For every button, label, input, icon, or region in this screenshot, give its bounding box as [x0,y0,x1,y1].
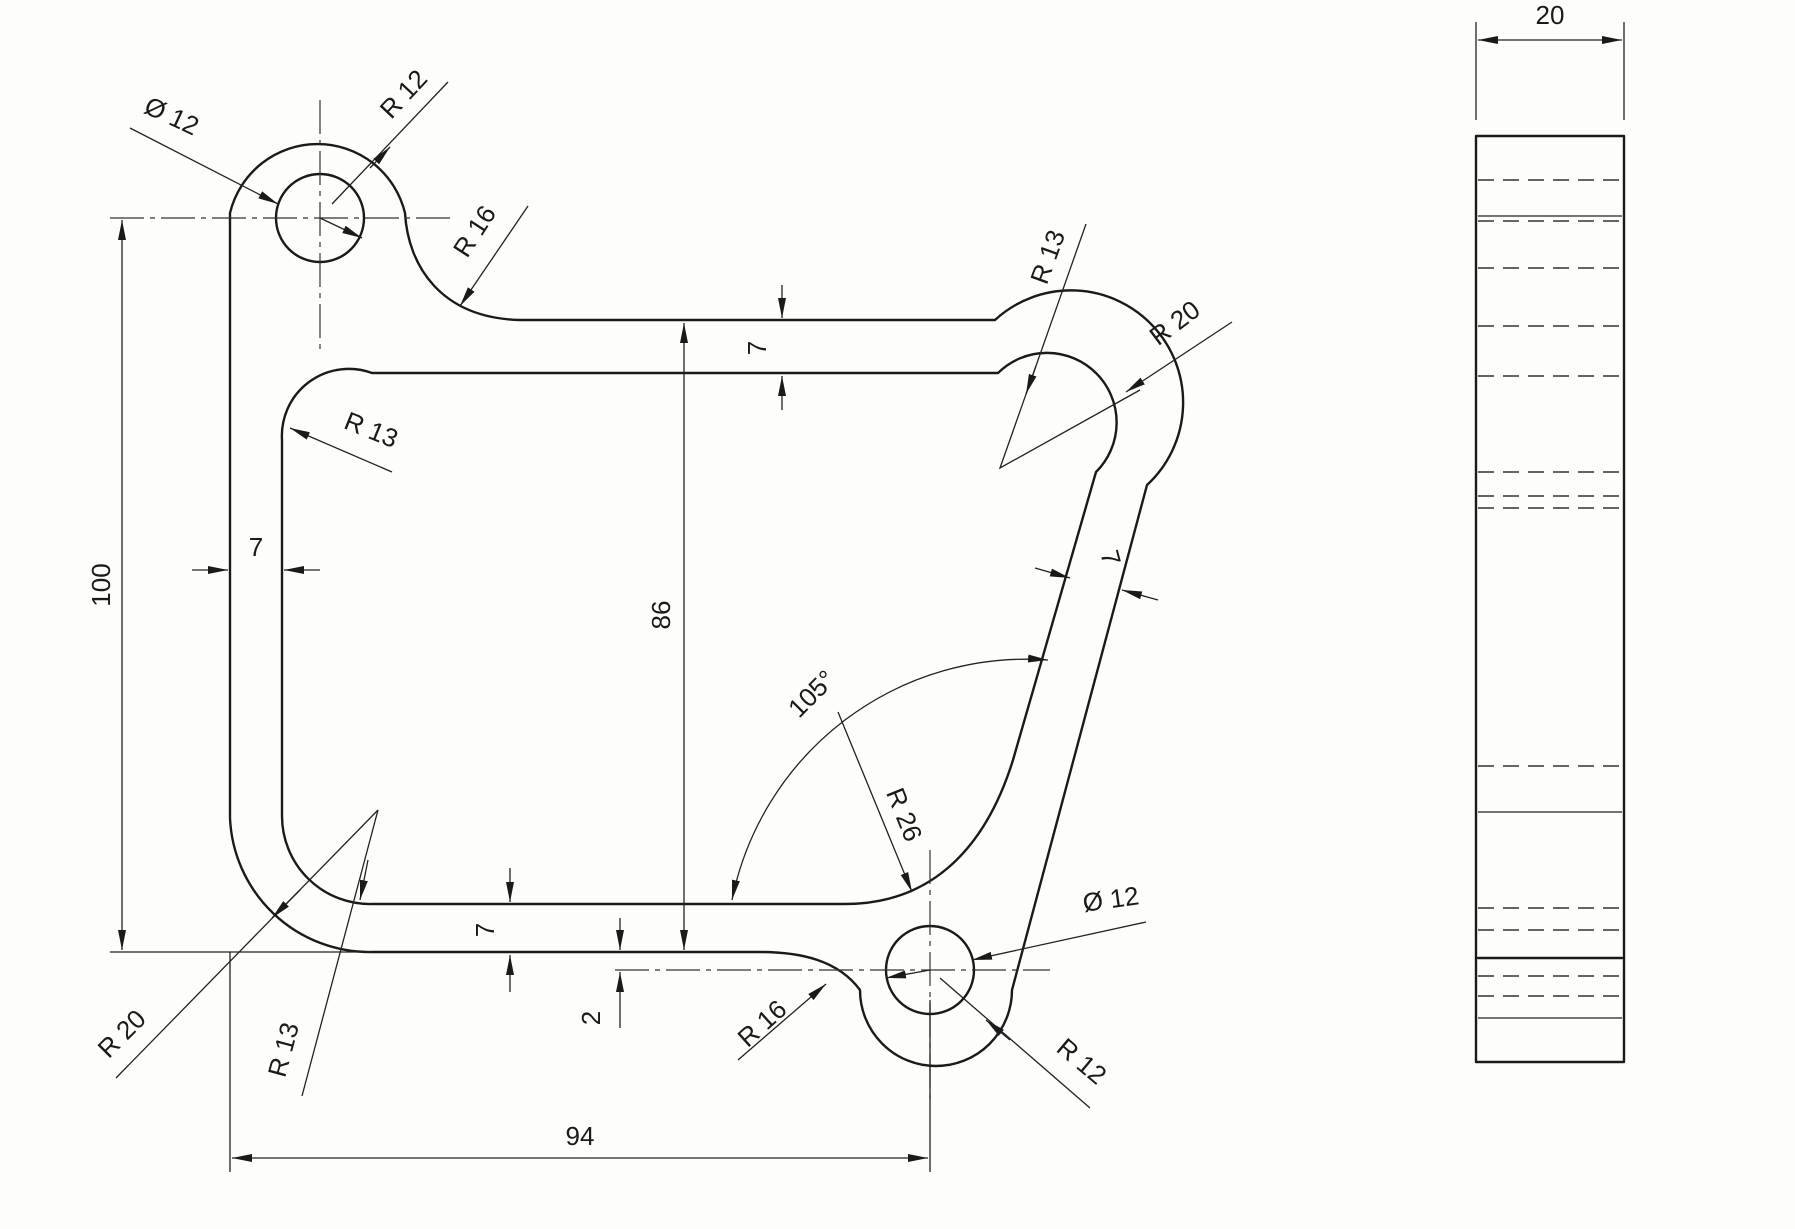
leader-inner-arc [837,711,913,893]
dim-inner-height: 86 [646,601,676,630]
side-view: 20 [1474,0,1626,1064]
leader-hole-top-left-radius [331,81,449,205]
dim-arc-angle [731,654,1049,901]
leader-hole-bottom-right-dia [971,921,1147,961]
leader-outer-bottom-left [115,809,379,1079]
leader-inner-bottom-left-arrow [359,859,369,901]
leader-outer-bottom-left-arrow [271,889,301,919]
side-view-outline [1474,134,1626,1064]
dim-line-right-wall-b [1121,589,1159,601]
dim-side-thickness: 20 [1536,0,1565,30]
dim-overall-width: 94 [566,1121,595,1151]
leader-inner-top-right-arrow [1025,365,1037,395]
leader-hole-top-left-radius-arrow [369,146,391,169]
dim-bottom-wall-thickness: 7 [470,923,500,937]
leader-hole-bottom-right-radius [939,977,1091,1109]
dim-overall-height: 100 [86,563,116,606]
dim-inner-arc: R 26 [880,784,928,846]
front-view: 100 86 94 7 7 7 7 2 Ø 12 [86,64,1233,1172]
outer-contour [228,142,1185,1068]
leader-fillet-bottom-right [737,983,827,1061]
leader-hole-top-left-dia-b [319,217,363,239]
dim-fillet-top-left: R 16 [447,200,502,262]
dim-hole-bottom-right-diameter: Ø 12 [1081,880,1141,918]
dim-outer-corner-bottom-left: R 20 [92,1004,152,1064]
leader-hole-top-left-dia [129,127,279,205]
dim-left-wall-thickness: 7 [249,532,263,562]
dim-fillet-bottom-right: R 16 [732,994,793,1053]
inner-contour [280,351,1118,906]
leader-hole-bottom-right-dia-b [885,969,931,979]
dim-angle: 105° [782,664,841,723]
leader-inner-bottom-left [301,809,379,1097]
dim-inner-corner-top-right: R 13 [1024,226,1071,288]
leader-hole-bottom-right-radius-arrow [985,1019,1011,1041]
dim-inner-corner-top-left: R 13 [340,405,402,453]
dim-offset: 2 [576,1011,606,1025]
leader-outer-top-right [1125,321,1233,393]
dim-hole-top-left-radius: R 12 [374,64,433,125]
dim-line-right-wall-a [1034,567,1071,579]
leader-fillet-top-left [459,205,529,307]
dim-hole-top-left-diameter: Ø 12 [140,90,204,141]
dim-outer-corner-top-right: R 20 [1144,294,1206,351]
leader-inner-top-left [289,427,393,473]
leader-inner-top-right [998,223,1141,470]
dim-inner-corner-bottom-left: R 13 [262,1019,305,1080]
dim-right-wall-thickness: 7 [1094,547,1127,569]
dim-top-wall-thickness: 7 [742,341,772,355]
